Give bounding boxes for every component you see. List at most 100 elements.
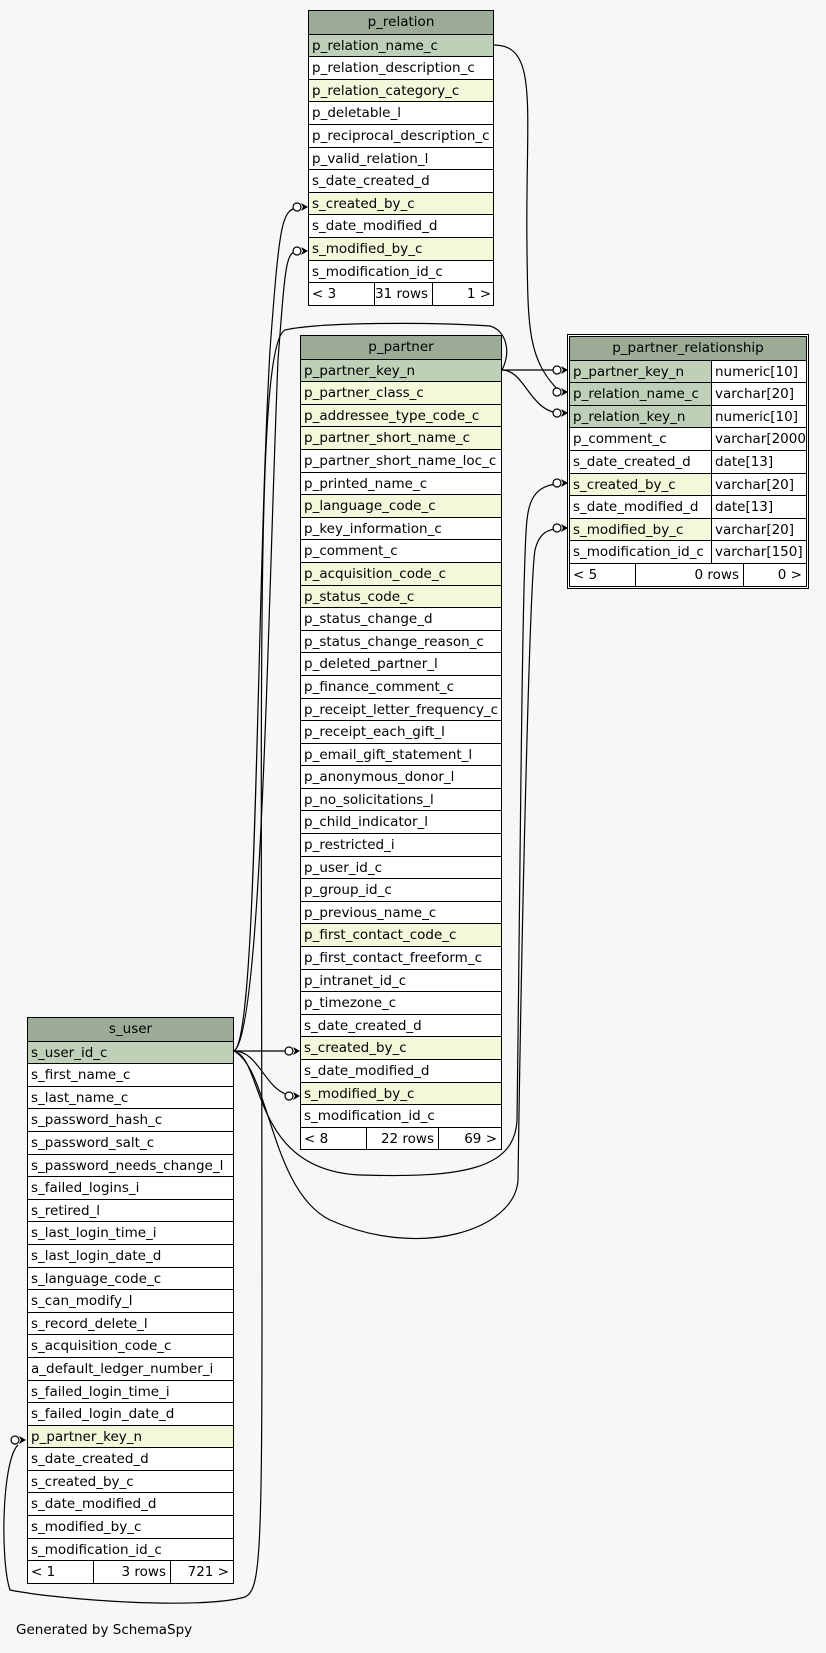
column-row[interactable]: p_status_change_reason_c	[301, 629, 501, 653]
column-name: p_intranet_id_c	[304, 972, 407, 989]
column-row[interactable]: p_deletable_l	[309, 101, 493, 124]
children-link[interactable]: 69 >	[464, 1130, 497, 1147]
column-row[interactable]: p_intranet_id_c	[301, 968, 501, 992]
column-name: s_date_created_d	[312, 173, 430, 190]
column-row[interactable]: s_modification_id_c	[28, 1537, 233, 1561]
column-row[interactable]: s_date_created_d	[301, 1013, 501, 1037]
column-row[interactable]: p_first_contact_code_c	[301, 923, 501, 947]
children-link[interactable]: 1 >	[466, 286, 492, 303]
column-row[interactable]: s_last_login_time_i	[28, 1221, 233, 1244]
column-row[interactable]: p_partner_short_name_c	[301, 426, 501, 449]
column-name: p_partner_key_n	[304, 362, 416, 379]
column-row[interactable]: p_addressee_type_code_c	[301, 403, 501, 427]
column-row[interactable]: p_deleted_partner_l	[301, 652, 501, 675]
column-row[interactable]: s_record_delete_l	[28, 1311, 233, 1335]
column-row[interactable]: s_date_modified_d	[309, 214, 493, 237]
column-row[interactable]: p_receipt_letter_frequency_c	[301, 697, 501, 721]
column-row[interactable]: p_reciprocal_description_c	[309, 123, 493, 147]
column-row[interactable]: s_date_created_d	[28, 1447, 233, 1470]
column-row[interactable]: s_failed_login_date_d	[28, 1402, 233, 1425]
column-row[interactable]: p_status_code_c	[301, 584, 501, 608]
column-row[interactable]: p_partner_class_c	[301, 381, 501, 404]
edge-user-relation-modified-optional-circle	[292, 246, 302, 256]
column-row[interactable]: p_partner_short_name_loc_c	[301, 448, 501, 472]
column-row[interactable]: s_modified_by_c	[309, 236, 493, 260]
column-row[interactable]: p_relation_description_c	[309, 56, 493, 79]
column-name: p_language_code_c	[304, 498, 436, 515]
parents-link[interactable]: < 8	[301, 1127, 367, 1150]
column-row[interactable]: p_user_id_c	[301, 855, 501, 879]
parents-link[interactable]: < 5	[570, 563, 636, 586]
column-row[interactable]: p_finance_comment_c	[301, 674, 501, 698]
column-row[interactable]: s_retired_l	[28, 1198, 233, 1222]
column-row[interactable]: s_can_modify_l	[28, 1289, 233, 1312]
column-row[interactable]: p_language_code_c	[301, 494, 501, 517]
column-row[interactable]: s_modification_id_c	[309, 259, 493, 283]
column-row[interactable]: p_anonymous_donor_l	[301, 765, 501, 788]
column-name: s_retired_l	[31, 1202, 101, 1219]
column-row[interactable]: s_password_needs_change_l	[28, 1153, 233, 1177]
parents-link[interactable]: < 3	[309, 283, 375, 305]
column-row[interactable]: s_password_hash_c	[28, 1108, 233, 1131]
column-row[interactable]: p_child_indicator_l	[301, 810, 501, 833]
column-row[interactable]: p_comment_c	[301, 539, 501, 562]
column-row[interactable]: s_last_login_date_d	[28, 1243, 233, 1267]
column-row[interactable]: p_acquisition_code_c	[301, 561, 501, 585]
column-row[interactable]: s_date_modified_d	[301, 1059, 501, 1082]
column-row[interactable]: s_date_created_d	[309, 169, 493, 192]
column-row[interactable]: p_printed_name_c	[301, 471, 501, 495]
column-row[interactable]: s_created_by_c	[309, 191, 493, 215]
column-row[interactable]: s_acquisition_code_c	[28, 1334, 233, 1357]
column-row[interactable]: s_modification_id_c	[301, 1104, 501, 1127]
column-row[interactable]: p_key_information_c	[301, 516, 501, 540]
column-name: s_password_needs_change_l	[31, 1157, 224, 1174]
column-row[interactable]: p_group_id_c	[301, 878, 501, 901]
column-row[interactable]: s_created_by_c	[28, 1469, 233, 1493]
column-row[interactable]: p_previous_name_c	[301, 900, 501, 924]
column-row[interactable]: p_partner_key_n	[28, 1424, 233, 1448]
column-row[interactable]: s_language_code_c	[28, 1266, 233, 1290]
column-row[interactable]: p_no_solicitations_l	[301, 787, 501, 811]
column-row[interactable]: p_email_gift_statement_l	[301, 742, 501, 766]
column-row[interactable]: a_default_ledger_number_i	[28, 1356, 233, 1380]
column-row[interactable]: p_partner_key_n	[301, 358, 501, 382]
column-row[interactable]: p_restricted_i	[301, 833, 501, 856]
column-row[interactable]: s_date_modified_d	[28, 1492, 233, 1515]
column-row[interactable]: p_status_change_d	[301, 607, 501, 630]
column-row[interactable]: s_failed_logins_i	[28, 1176, 233, 1199]
children-link[interactable]: 721 >	[187, 1564, 229, 1581]
column-type: varchar[20]	[711, 473, 806, 496]
column-row[interactable]: s_failed_login_time_i	[28, 1379, 233, 1403]
column-row[interactable]: s_user_id_c	[28, 1040, 233, 1064]
column-row[interactable]: p_first_contact_freeform_c	[301, 946, 501, 969]
column-row[interactable]: p_timezone_c	[301, 991, 501, 1014]
column-row[interactable]: p_relation_name_c	[309, 33, 493, 57]
column-name: p_first_contact_code_c	[304, 927, 457, 944]
column-row[interactable]: p_receipt_each_gift_l	[301, 720, 501, 743]
column-row[interactable]: s_modified_by_c	[28, 1515, 233, 1538]
column-row[interactable]: s_modified_by_c	[301, 1081, 501, 1105]
column-row[interactable]: s_password_salt_c	[28, 1130, 233, 1154]
edge-partner-key-optional-circle	[552, 365, 562, 375]
children-link[interactable]: 0 >	[777, 566, 802, 583]
column-row[interactable]: s_created_by_c	[301, 1036, 501, 1059]
parents-link[interactable]: < 1	[28, 1561, 94, 1583]
column-row[interactable]: p_relation_category_c	[309, 78, 493, 102]
column-row[interactable]: s_first_name_c	[28, 1063, 233, 1086]
column-row[interactable]: p_valid_relation_l	[309, 146, 493, 170]
column-row[interactable]: s_last_name_c	[28, 1085, 233, 1109]
